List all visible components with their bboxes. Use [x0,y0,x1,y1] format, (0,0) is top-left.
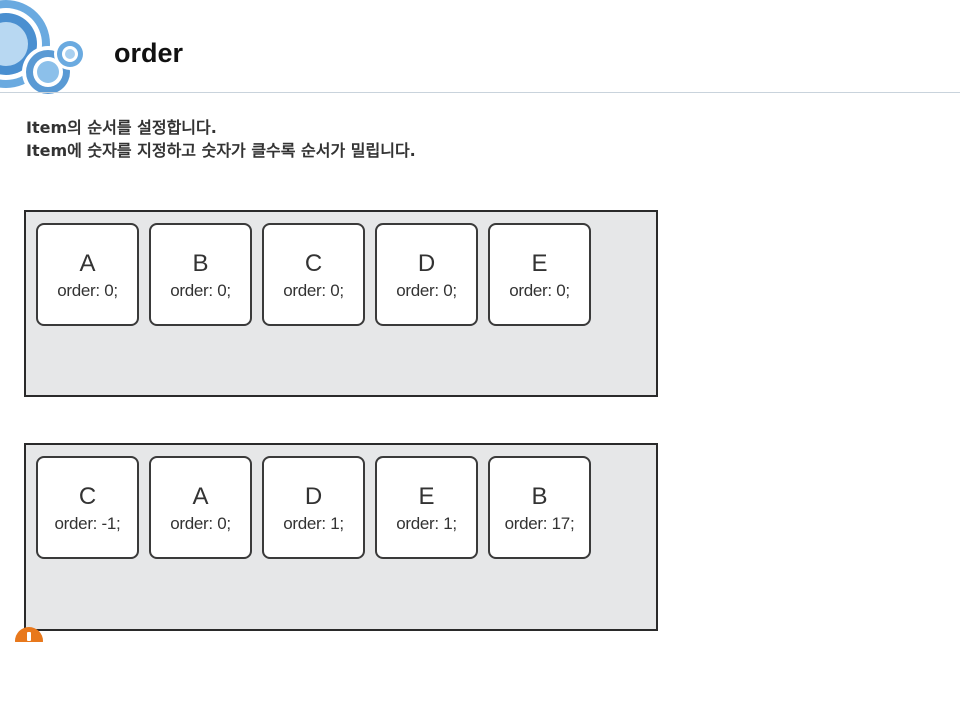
description-line: Item에 숫자를 지정하고 숫자가 클수록 순서가 밀립니다. [26,141,416,160]
item-letter: D [417,250,436,277]
flex-item: D order: 1; [262,456,365,559]
item-order: order: 0; [509,281,570,300]
item-letter: E [531,250,548,277]
flex-item: A order: 0; [149,456,252,559]
flex-container-default-order: A order: 0; B order: 0; C order: 0; D or… [24,210,658,397]
flex-item: B order: 17; [488,456,591,559]
flex-item: A order: 0; [36,223,139,326]
item-order: order: -1; [54,514,121,533]
flex-item: C order: -1; [36,456,139,559]
description-line: Item의 순서를 설정합니다. [26,118,217,137]
item-letter: B [531,483,548,510]
item-order: order: 17; [504,514,575,533]
item-letter: B [192,250,209,277]
page-bottom [0,642,960,720]
slide-description: Item의 순서를 설정합니다. Item에 숫자를 지정하고 숫자가 클수록 … [26,116,416,162]
item-order: order: 0; [396,281,457,300]
flex-item: D order: 0; [375,223,478,326]
item-letter: C [304,250,323,277]
item-order: order: 0; [283,281,344,300]
item-order: order: 1; [283,514,344,533]
flex-item: E order: 1; [375,456,478,559]
title-divider [0,92,960,93]
item-letter: D [304,483,323,510]
item-order: order: 0; [170,281,231,300]
item-letter: A [192,483,209,510]
item-letter: E [418,483,435,510]
item-order: order: 1; [396,514,457,533]
item-letter: A [79,250,96,277]
flex-item: E order: 0; [488,223,591,326]
slide-title: order [114,38,184,68]
item-order: order: 0; [57,281,118,300]
flex-item: B order: 0; [149,223,252,326]
item-letter: C [78,483,97,510]
item-order: order: 0; [170,514,231,533]
flex-container-custom-order: C order: -1; A order: 0; D order: 1; E o… [24,443,658,631]
circles-logo [0,0,86,98]
flex-item: C order: 0; [262,223,365,326]
